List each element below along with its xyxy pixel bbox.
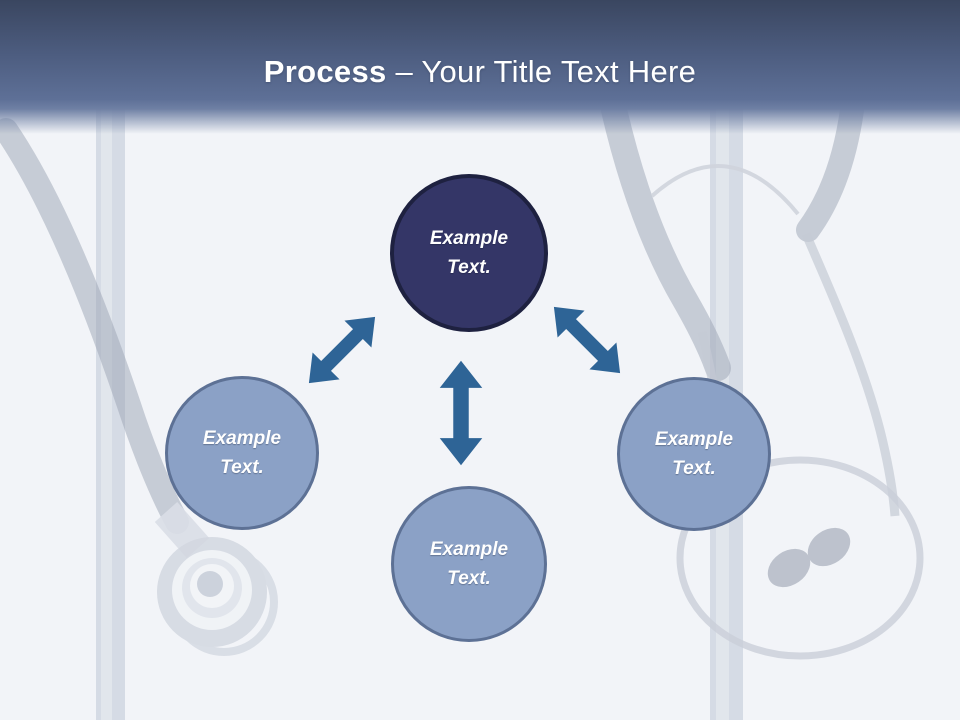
slide-header: Process – Your Title Text Here xyxy=(0,0,960,138)
node-text-line: Example xyxy=(429,227,509,249)
slide-title-rest: – Your Title Text Here xyxy=(395,54,697,89)
process-node-right: Example Text. xyxy=(617,377,771,531)
process-node-left: Example Text. xyxy=(165,376,319,530)
double-arrow-top-left-icon xyxy=(287,295,397,405)
double-arrow-top-bottom-icon xyxy=(432,355,490,471)
slide-title-keyword: Process xyxy=(263,54,387,89)
double-arrow-top-right-icon xyxy=(532,285,642,395)
process-node-bottom: Example Text. xyxy=(391,486,547,642)
node-text-line: Text. xyxy=(672,458,716,479)
node-text-line: Example xyxy=(202,427,282,449)
process-node-top: Example Text. xyxy=(390,174,548,332)
slide-title: Process – Your Title Text Here xyxy=(0,54,960,90)
node-text-line: Text. xyxy=(447,568,491,589)
node-text-line: Example xyxy=(429,538,509,560)
node-text-line: Example xyxy=(654,428,734,450)
node-text-line: Text. xyxy=(220,457,264,478)
node-text-line: Text. xyxy=(447,257,491,278)
